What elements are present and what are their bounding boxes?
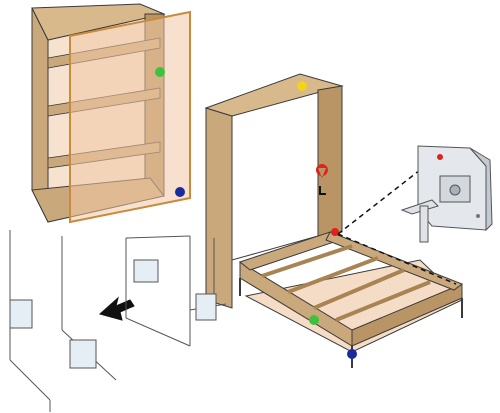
sketch-wall-line [125,317,191,347]
wall-hook-icon [319,186,326,195]
bed-frame-right-rail [325,231,464,291]
marker-blue-bed [347,349,357,359]
leader-line-upper [337,169,421,235]
bracket-icon [9,299,33,329]
marker-green-top [155,67,165,77]
bracket-icon [69,339,97,369]
hinge-arm-stem [419,205,429,243]
cabinet-front-panel [69,10,191,224]
marker-green-bed [309,315,319,325]
wall-mount-sketch-panel [9,230,227,412]
hinge-bolt [449,184,461,196]
hinge-mechanism-panel [337,145,493,285]
bed-slat [313,268,405,310]
bed-cabinet-right-side [317,85,343,237]
marker-blue-top [175,187,185,197]
hinge-screw [476,214,480,218]
bracket-icon [133,259,159,283]
leader-line-lower [337,233,457,285]
bed-slat [287,256,379,294]
marker-red-pin [315,164,328,178]
cabinet-assembly-panel [31,3,191,224]
bed-unfolded-panel [204,73,464,368]
hinge-red-dot [437,154,443,160]
sketch-wall-line [9,359,51,401]
sketch-wall-line [125,235,191,239]
marker-yellow [297,81,307,91]
bed-cabinet-back [231,89,319,261]
marker-red-lower [331,228,339,236]
bed-slat [335,280,431,322]
bed-cabinet-left-side [205,107,233,309]
bed-slat [261,244,353,278]
hinge-plate-side [469,147,493,232]
arrow-icon [98,296,135,321]
bracket-icon [195,293,217,321]
